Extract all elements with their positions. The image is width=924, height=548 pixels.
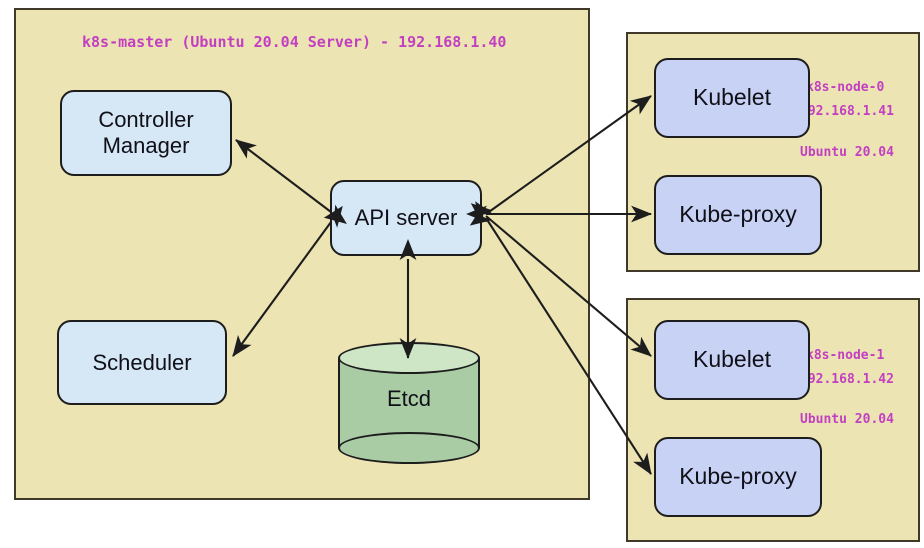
node-0-name-label: k8s-node-0 <box>806 80 885 95</box>
scheduler-label: Scheduler <box>92 349 192 375</box>
controller-manager-label: Controller Manager <box>98 107 193 159</box>
controller-manager-label-line1: Controller <box>98 107 194 133</box>
etcd-cylinder: Etcd <box>338 342 480 464</box>
node-1-name-label: k8s-node-1 <box>806 348 885 363</box>
node-0-kube-proxy-label: Kube-proxy <box>679 201 797 228</box>
node-1-kube-proxy-label: Kube-proxy <box>679 463 797 490</box>
node-1-kubelet-box: Kubelet <box>654 320 810 400</box>
node-1-kubelet-label: Kubelet <box>692 346 771 373</box>
etcd-cylinder-bottom <box>338 432 480 464</box>
node-0-kube-proxy-box: Kube-proxy <box>654 175 822 255</box>
node-0-os-label: Ubuntu 20.04 <box>800 145 894 160</box>
scheduler-box: Scheduler <box>57 320 227 405</box>
api-server-label: API server <box>354 205 458 231</box>
node-1-ip-label: 192.168.1.42 <box>800 372 894 387</box>
master-node-panel <box>14 8 590 500</box>
etcd-cylinder-top <box>338 342 480 374</box>
node-0-kubelet-label: Kubelet <box>692 84 771 111</box>
node-1-kube-proxy-box: Kube-proxy <box>654 437 822 517</box>
node-0-kubelet-box: Kubelet <box>654 58 810 138</box>
controller-manager-box: Controller Manager <box>60 90 232 176</box>
etcd-label: Etcd <box>386 386 432 411</box>
node-0-ip-label: 192.168.1.41 <box>800 104 894 119</box>
controller-manager-label-line2: Manager <box>102 133 190 158</box>
node-1-os-label: Ubuntu 20.04 <box>800 412 894 427</box>
master-panel-title: k8s-master (Ubuntu 20.04 Server) - 192.1… <box>82 33 507 51</box>
api-server-box: API server <box>330 180 482 256</box>
